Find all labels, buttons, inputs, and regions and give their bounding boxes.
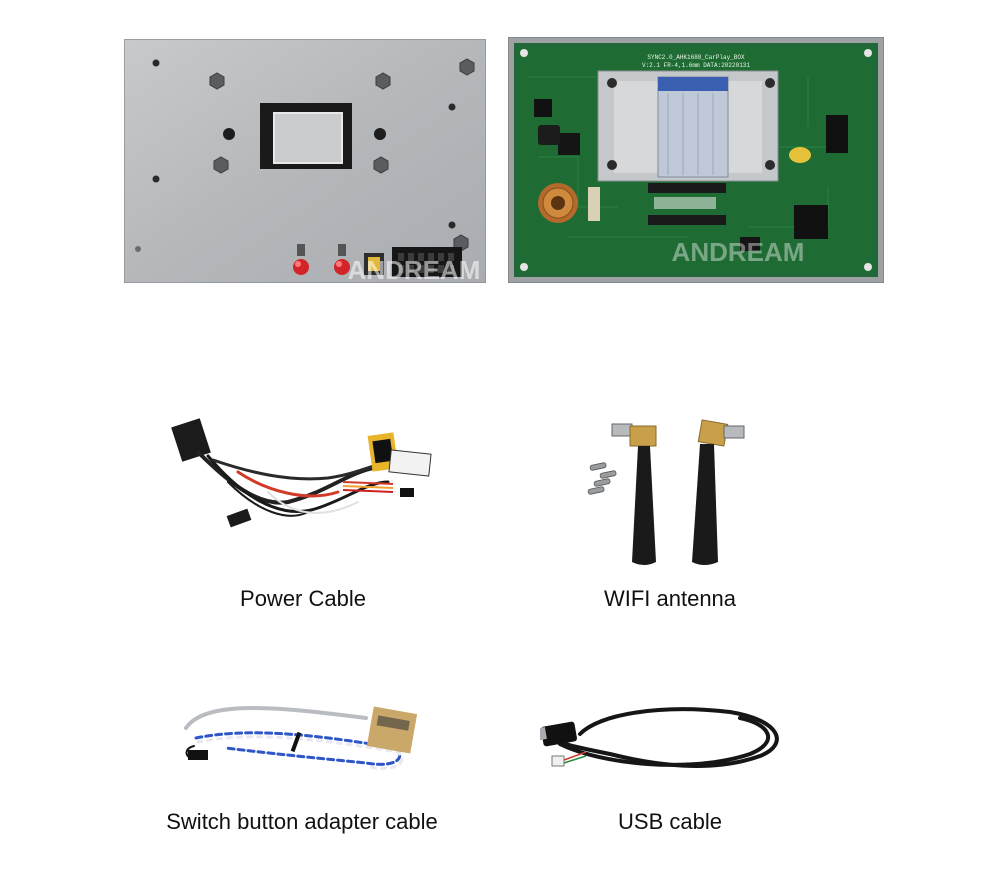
- case-brand-watermark: ANDREAM: [348, 255, 481, 283]
- wifi-antenna-photo: [580, 412, 760, 572]
- power-cable-photo: [168, 412, 438, 542]
- wifi-antenna-caption: WIFI antenna: [603, 586, 737, 611]
- pcb-brand-watermark: ANDREAM: [672, 237, 805, 267]
- usb-cable-caption: USB cable: [618, 809, 722, 834]
- switch-adapter-cable-photo: [166, 688, 436, 778]
- switch-adapter-cable-caption: Switch button adapter cable: [166, 809, 438, 834]
- pcb-board-photo: SYNC2.0_AHK1688_CarPlay_BOX V:2.1 FR-4,1…: [508, 37, 884, 283]
- power-cable-caption: Power Cable: [240, 586, 366, 611]
- usb-cable-photo: [540, 694, 800, 784]
- pcb-silkscreen-line1: SYNC2.0_AHK1688_CarPlay_BOX: [647, 54, 745, 61]
- metal-case-back-photo: ANDREAM: [124, 39, 486, 283]
- pcb-silkscreen-line2: V:2.1 FR-4,1.6mm DATA:20220131: [642, 62, 750, 69]
